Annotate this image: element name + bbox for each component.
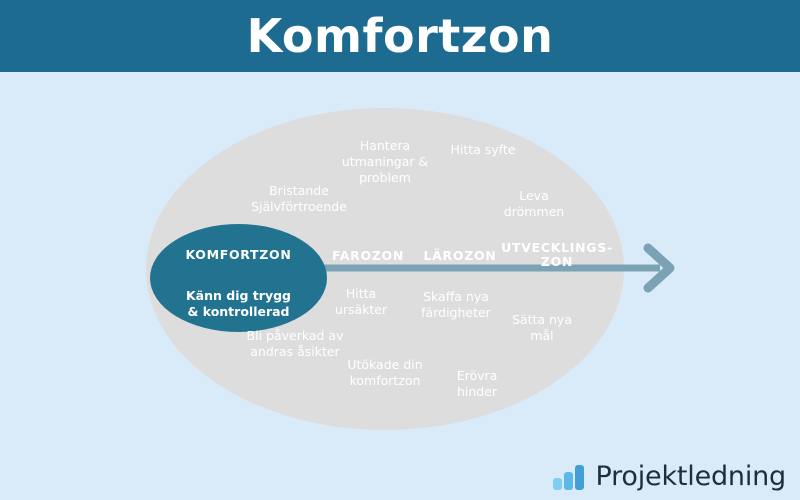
- item-line: Hitta: [345, 286, 377, 301]
- item-line: Hitta syfte: [450, 142, 516, 157]
- item-line: färdigheter: [421, 305, 491, 320]
- item-label-utokade-din: Utökade din komfortzon: [330, 357, 440, 389]
- page-title: Komfortzon: [246, 9, 554, 63]
- item-line: Leva: [519, 188, 549, 203]
- zone-label-komfortzon: KOMFORTZON: [185, 247, 292, 262]
- item-line: drömmen: [503, 204, 565, 219]
- item-label-leva: Leva drömmen: [488, 188, 580, 220]
- item-label-hitta-ursakter: Hitta ursäkter: [318, 286, 404, 318]
- header-banner: Komfortzon: [0, 0, 800, 72]
- item-label-satta-nya-mal: Sätta nya mål: [494, 312, 590, 344]
- comfort-zone-caption-line1: Känn dig trygg: [186, 288, 291, 303]
- item-line: komfortzon: [349, 373, 421, 388]
- item-line: hinder: [456, 384, 498, 399]
- projektledning-logo[interactable]: Projektledning: [552, 461, 787, 492]
- item-line: Självförtroende: [251, 199, 347, 214]
- item-label-hantera: Hantera utmaningar & problem: [330, 138, 440, 186]
- item-label-hitta-syfte: Hitta syfte: [428, 142, 538, 158]
- item-line: andras åsikter: [250, 344, 340, 359]
- item-line: Sätta nya: [511, 312, 572, 327]
- item-label-erovra-hinder: Erövra hinder: [432, 368, 522, 400]
- bar-chart-logo-icon: [552, 464, 584, 490]
- arrow-head-icon: [643, 243, 675, 293]
- item-line: utmaningar &: [341, 154, 429, 169]
- item-line: Erövra: [456, 368, 498, 383]
- zone-label-larozon: LÄROZON: [423, 248, 497, 263]
- zone-label-utvecklingszon: UTVECKLINGS-ZON: [501, 240, 613, 270]
- item-line: Utökade din: [347, 357, 423, 372]
- item-line: Hantera: [359, 138, 411, 153]
- item-line: Skaffa nya: [423, 289, 489, 304]
- zone-label-farozon: FAROZON: [331, 248, 405, 263]
- item-line: Bristande: [269, 183, 329, 198]
- item-line: Bli påverkad av: [246, 328, 344, 343]
- comfort-zone-caption-line2: & kontrollerad: [187, 304, 290, 320]
- item-label-skaffa-nya: Skaffa nya färdigheter: [404, 289, 508, 321]
- item-line: problem: [359, 170, 411, 185]
- logo-text: Projektledning: [595, 461, 787, 492]
- item-label-bristande: Bristande Självförtroende: [238, 183, 360, 215]
- item-line: mål: [530, 328, 554, 343]
- comfort-zone-caption: Känn dig trygg & kontrollerad: [150, 288, 327, 321]
- item-label-bli-paverkad: Bli påverkad av andras åsikter: [230, 328, 360, 360]
- comfort-zone-ellipse: [150, 224, 327, 332]
- comfort-zone-diagram: KOMFORTZON FAROZON LÄROZON UTVECKLINGS-Z…: [0, 72, 800, 500]
- item-line: ursäkter: [334, 302, 388, 317]
